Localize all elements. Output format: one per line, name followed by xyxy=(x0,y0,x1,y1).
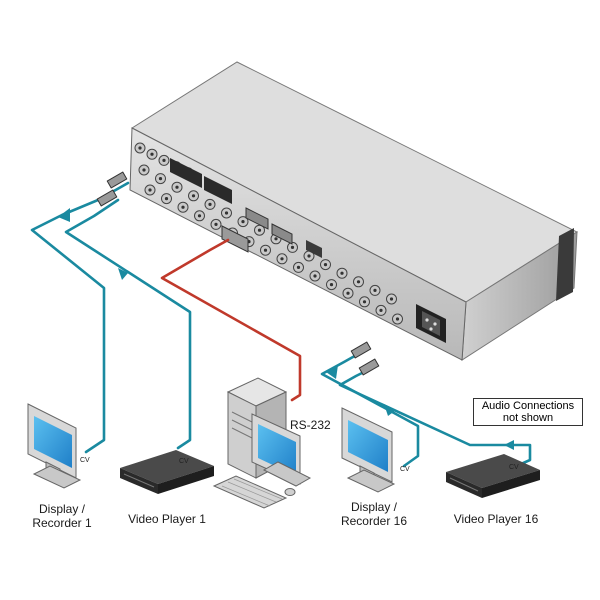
cables xyxy=(30,171,532,470)
arrow-from-player-16 xyxy=(384,404,396,416)
display-1-label-line-1: Display / xyxy=(38,502,85,516)
db9-connector-2 xyxy=(271,223,293,245)
terminal-block-2 xyxy=(204,176,232,204)
bnc-pin xyxy=(191,194,196,198)
display-1-label-line-2: Recorder 1 xyxy=(32,516,92,530)
audio-note-line-1: Audio Connections xyxy=(481,400,575,412)
bnc-pin xyxy=(346,291,350,295)
bnc-pin xyxy=(142,168,146,172)
bnc-pin xyxy=(323,263,328,267)
cable-rs232 xyxy=(160,238,302,402)
bnc-pin xyxy=(158,177,163,181)
bnc-pin xyxy=(389,297,394,301)
video-player-16-device xyxy=(446,454,540,498)
display-1-monitor xyxy=(27,403,82,489)
bnc-pin xyxy=(356,280,361,284)
control-pc xyxy=(212,377,312,509)
cable-video-player-16 xyxy=(338,368,532,470)
mouse xyxy=(284,488,296,496)
bnc-pin xyxy=(162,158,166,162)
rs232-port xyxy=(221,225,249,253)
display-16-label: Display / Recorder 16 xyxy=(332,500,416,528)
bnc-pin xyxy=(274,237,278,241)
bnc-pin xyxy=(197,214,202,218)
audio-connections-note: Audio Connections not shown xyxy=(473,398,583,426)
rack-ear xyxy=(556,228,574,301)
bnc-pin xyxy=(164,197,169,201)
arrow-to-display-1 xyxy=(58,208,70,222)
bnc-pin xyxy=(329,283,334,287)
bnc-pin xyxy=(307,254,311,258)
bnc-pin xyxy=(340,271,344,275)
bnc-pin xyxy=(290,245,295,249)
arrow-to-display-16 xyxy=(326,365,338,379)
display-1-label: Display / Recorder 1 xyxy=(14,502,110,530)
bnc-pin xyxy=(395,317,400,321)
display-16-monitor xyxy=(341,407,396,493)
rs232-label: RS-232 xyxy=(290,418,331,432)
keyboard xyxy=(212,475,288,509)
matrix-switcher-unit xyxy=(129,61,579,361)
video-player-1-label: Video Player 1 xyxy=(128,512,206,526)
cv-label-video-player-16: CV xyxy=(509,464,519,471)
display-16-label-line-1: Display / xyxy=(350,500,397,514)
bnc-pin xyxy=(373,288,377,292)
db9-connector-1 xyxy=(245,207,269,230)
bnc-pin xyxy=(175,185,179,189)
bnc-pin xyxy=(150,152,154,156)
bnc-pin xyxy=(208,202,212,206)
power-inlet xyxy=(416,304,446,343)
bnc-pin xyxy=(362,300,367,304)
bnc-plugs xyxy=(96,171,380,376)
cv-label-video-player-1: CV xyxy=(179,458,189,465)
dip-switch xyxy=(306,240,322,258)
audio-note-line-2: not shown xyxy=(502,412,554,424)
bnc-pin xyxy=(379,308,383,312)
bnc-pin xyxy=(138,146,142,150)
bnc-pin xyxy=(296,265,301,269)
cable-video-player-1 xyxy=(64,198,192,450)
cv-label-display-16: CV xyxy=(400,466,410,473)
bnc-pin xyxy=(181,205,185,209)
bnc-pin xyxy=(280,257,284,261)
bnc-pin xyxy=(257,228,262,232)
video-player-1-device xyxy=(120,450,214,494)
bnc-pin xyxy=(241,220,245,224)
arrow-from-player-1 xyxy=(118,268,128,280)
video-player-16-label: Video Player 16 xyxy=(453,512,539,526)
bnc-pin xyxy=(263,248,268,252)
bnc-pin xyxy=(313,274,317,278)
bnc-pin xyxy=(148,188,152,192)
display-16-label-line-2: Recorder 16 xyxy=(340,514,408,528)
cv-label-display-1: CV xyxy=(80,457,90,464)
arrow-player-16-return xyxy=(504,440,514,450)
terminal-block-1 xyxy=(170,158,202,188)
bnc-pin xyxy=(214,222,218,226)
bnc-pin xyxy=(224,211,229,215)
signal-arrows xyxy=(58,208,514,450)
